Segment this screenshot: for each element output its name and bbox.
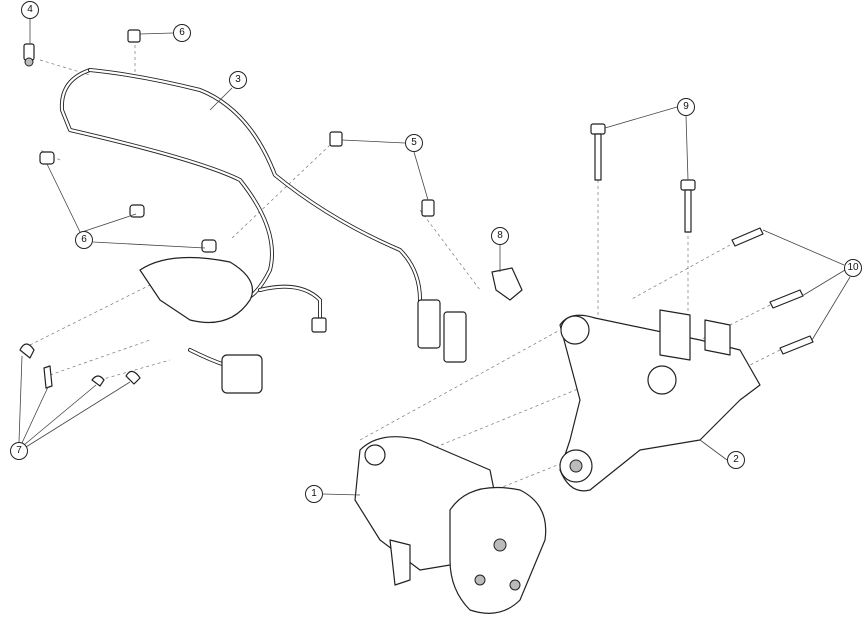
mounting-bracket bbox=[559, 309, 761, 492]
callout-3: 3 bbox=[229, 71, 247, 89]
leader-lines bbox=[18, 19, 851, 496]
callout-8: 8 bbox=[491, 227, 509, 245]
callout-5: 5 bbox=[405, 134, 423, 152]
callout-10: 10 bbox=[844, 259, 862, 277]
bolts bbox=[590, 123, 814, 355]
callout-7: 7 bbox=[10, 442, 28, 460]
compressor bbox=[354, 436, 547, 614]
callout-4: 4 bbox=[21, 1, 39, 19]
wiring-harness bbox=[59, 68, 467, 394]
callout-1: 1 bbox=[305, 485, 323, 503]
callout-2: 2 bbox=[727, 451, 745, 469]
callout-6: 6 bbox=[173, 24, 191, 42]
callout-9: 9 bbox=[677, 98, 695, 116]
small-parts bbox=[19, 29, 523, 389]
callout-6b: 6 bbox=[75, 231, 93, 249]
